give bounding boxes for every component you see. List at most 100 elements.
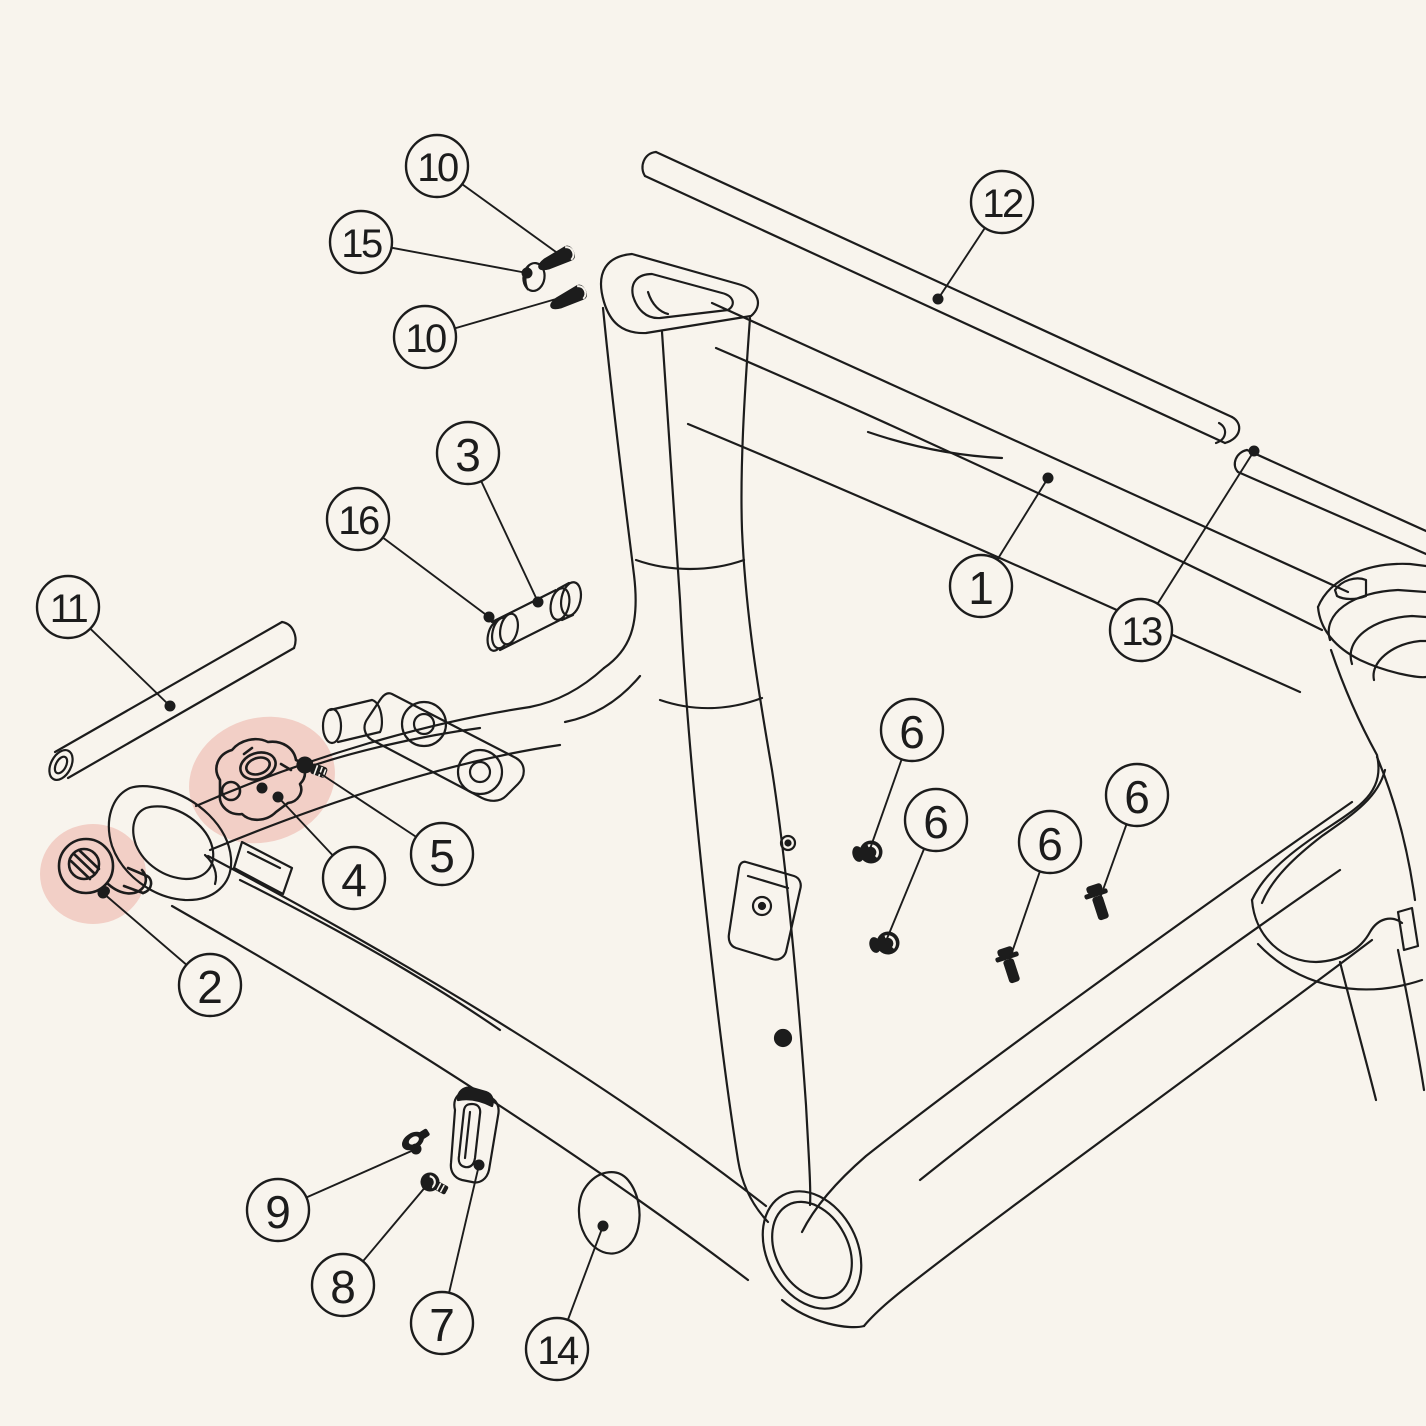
callout-label: 10 [405,317,446,361]
callout-label: 1 [968,562,994,614]
callout-circle [524,1316,590,1382]
callout-15: 15 [328,209,394,275]
callout-circle [177,952,243,1018]
callout-label: 11 [50,587,88,631]
leader-line-callout-13 [1140,450,1255,631]
callout-circle [321,845,387,911]
leader-dot-callout-9 [410,1143,422,1155]
bottom-bracket [761,1190,866,1329]
callout-11: 11 [35,574,101,640]
screw-5-icon [296,756,328,778]
callout-label: 8 [330,1261,356,1313]
callout-1: 1 [948,553,1014,619]
callout-4: 4 [321,845,387,911]
callout-circle [35,574,101,640]
callout-circle [404,133,470,199]
callout-circle [969,169,1035,235]
callout-label: 10 [417,146,458,190]
callout-circle [328,209,394,275]
mount-plate [727,834,802,1048]
axle-spacer-16 [490,612,520,650]
callout-3: 3 [435,420,501,486]
leader-dot-callout-2 [97,887,109,899]
callout-6c: 6 [1017,809,1083,875]
tube-section-13 [1233,448,1426,556]
callout-16: 16 [325,486,391,552]
screw-10-upper-icon [538,245,575,271]
callout-circle [392,304,458,370]
callout-6a: 6 [879,697,945,763]
callout-circle [879,697,945,763]
leader-dot-callout-14 [597,1220,609,1232]
clamp-wedge-7 [449,1086,500,1184]
callout-label: 15 [341,222,382,266]
callout-10-lower: 10 [392,304,458,370]
seat-tube [599,252,812,1224]
callout-circle [1108,597,1174,663]
callout-7: 7 [409,1290,475,1356]
callout-circle [435,420,501,486]
callout-label: 13 [1121,610,1162,654]
fasteners [296,245,1109,1195]
round-tube-11 [48,620,297,781]
callout-label: 6 [1037,818,1063,870]
stay-yoke [321,692,525,802]
leader-dot-callout-3 [532,596,544,608]
callout-2: 2 [177,952,243,1018]
leader-dot-callout-15 [521,267,533,279]
callout-label: 3 [455,429,481,481]
callout-circle [1017,809,1083,875]
callout-5: 5 [409,821,475,887]
down-tube [800,800,1374,1328]
callout-8: 8 [310,1252,376,1318]
hanger-nut-2 [57,837,153,896]
callout-circle [245,1177,311,1243]
leader-dot-callout-11 [164,700,176,712]
callout-10-upper: 10 [404,133,470,199]
callout-label: 6 [899,706,925,758]
leader-dot-callout-13 [1248,445,1260,457]
callout-label: 6 [1124,771,1150,823]
long-tube-12 [641,150,1241,445]
screw-10-lower-icon [550,284,587,310]
callout-label: 14 [537,1329,579,1373]
leader-dot-callout-8 [421,1179,433,1191]
callout-label: 2 [197,961,223,1013]
callout-circle [1104,762,1170,828]
leader-dot-callout-1 [1042,472,1054,484]
leader-dot-callout-12 [932,293,944,305]
leader-dot-callout-4 [272,791,284,803]
bolt-6c-icon [995,946,1020,984]
callout-label: 7 [429,1299,455,1351]
frame-line-art [48,150,1426,1329]
callout-label: 12 [982,182,1023,226]
hanger-bracket-4 [215,737,307,822]
bolt-6b-icon [869,931,900,955]
callout-circle [409,821,475,887]
callout-9: 9 [245,1177,311,1243]
callout-circle [948,553,1014,619]
callout-label: 5 [429,830,455,882]
callout-circle [325,486,391,552]
callout-label: 9 [265,1186,291,1238]
callout-13: 13 [1108,597,1174,663]
callout-12: 12 [969,169,1035,235]
head-tube [1250,562,1426,1102]
callout-circle [903,787,969,853]
callout-14: 14 [524,1316,590,1382]
bolt-6a-icon [852,840,883,864]
callout-label: 4 [341,854,367,906]
callout-6d: 6 [1104,762,1170,828]
leader-dot-callout-16 [483,611,495,623]
callout-label: 6 [923,796,949,848]
callout-label: 16 [338,499,379,543]
leader-dot-callout-7 [473,1159,485,1171]
callout-6b: 6 [903,787,969,853]
cover-plate-14 [577,1171,641,1255]
callout-circle [310,1252,376,1318]
rear-dropout [107,785,294,902]
top-tube [686,301,1350,694]
